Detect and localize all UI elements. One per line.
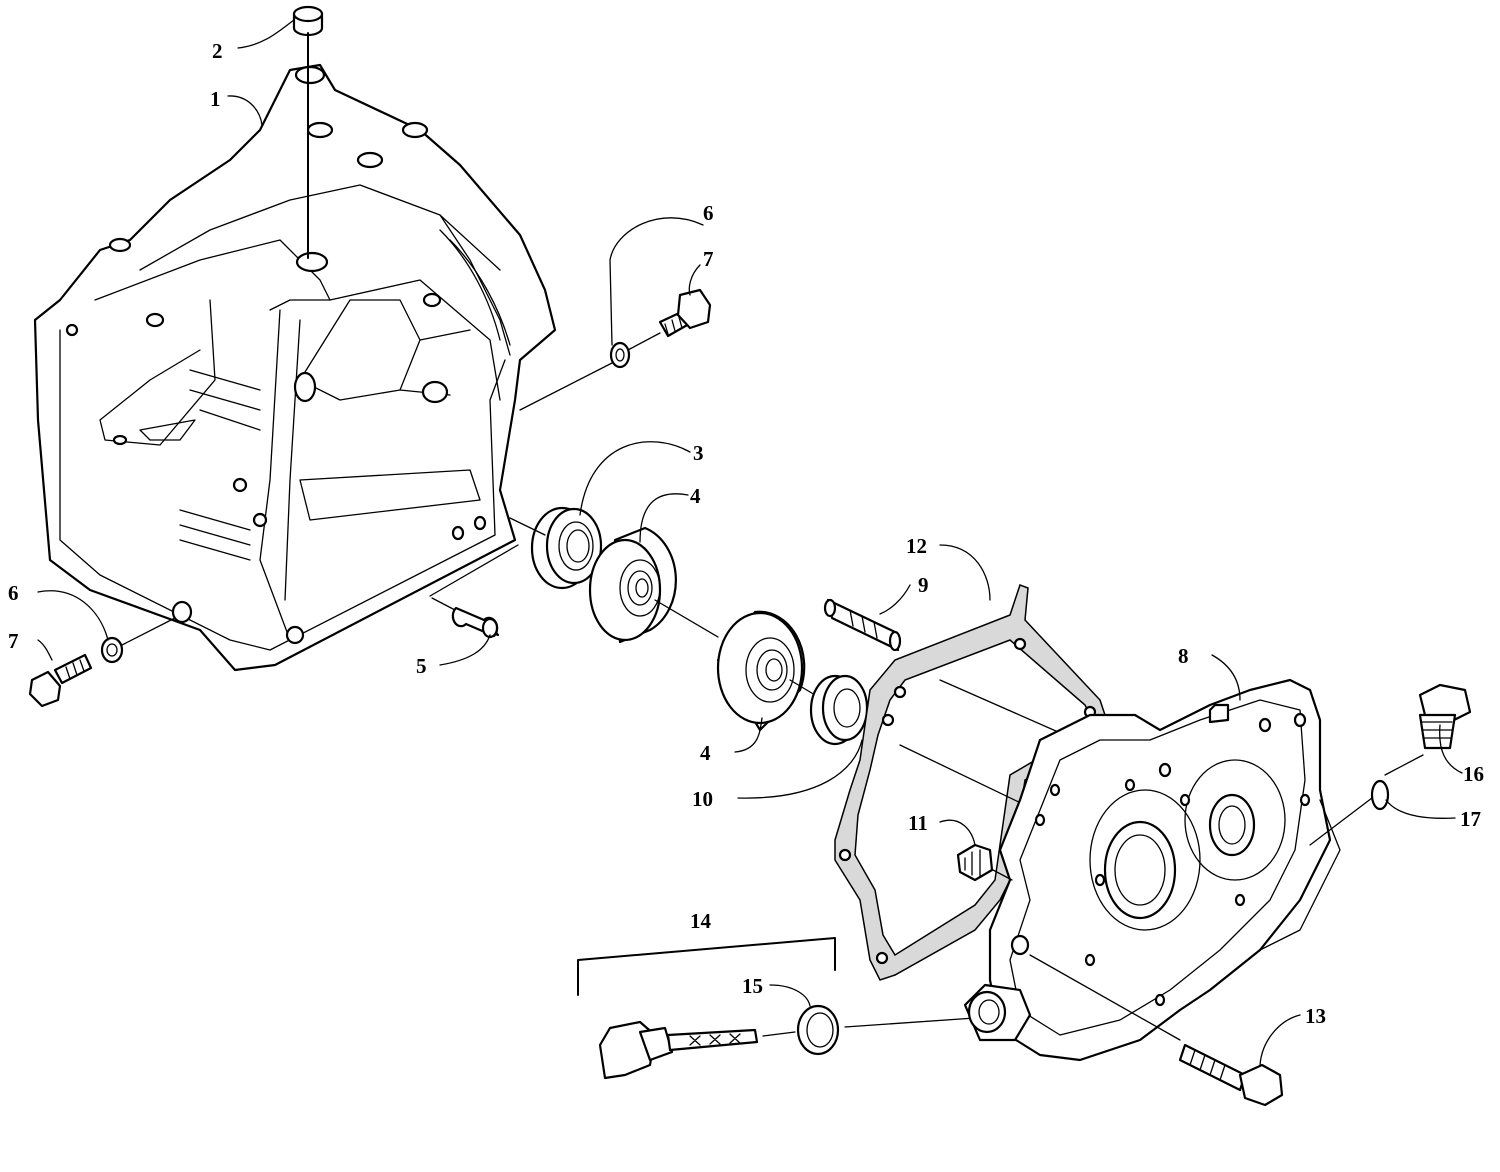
part-2-dowel-bushing xyxy=(292,5,324,259)
callout-3: 3 xyxy=(693,441,704,465)
callout-12: 12 xyxy=(906,534,927,558)
leader-part-11 xyxy=(992,869,1013,881)
leader-part-14 xyxy=(762,1031,796,1037)
part-10-oil-seal xyxy=(809,674,869,746)
part-7-bolt-lower xyxy=(28,653,93,708)
part-8-crankcase-cover xyxy=(988,678,1341,1062)
callout-leaders xyxy=(37,19,1463,1066)
leader-part-13 xyxy=(1029,954,1181,1041)
leader-axis-bearing-up xyxy=(654,599,719,638)
leader-axis-seal xyxy=(509,517,546,536)
callout-4-upper: 4 xyxy=(690,484,701,508)
part-13-bolt xyxy=(1178,1043,1284,1107)
callout-6-upper: 6 xyxy=(703,201,714,225)
callout-15: 15 xyxy=(742,974,763,998)
leader-upper-bolt xyxy=(519,362,613,411)
leader-upper-bolt-b xyxy=(627,332,661,351)
part-17-o-ring xyxy=(1370,779,1390,811)
bracket-part-14 xyxy=(577,937,836,996)
leader-gasket-a xyxy=(939,679,1066,736)
part-15-o-ring xyxy=(796,1004,840,1056)
callout-11: 11 xyxy=(908,811,928,835)
part-4-bearing-upper xyxy=(588,526,677,644)
callout-8: 8 xyxy=(1178,644,1189,668)
callout-1: 1 xyxy=(210,87,221,111)
part-5-dowel-pin xyxy=(451,606,500,639)
leader-part-16 xyxy=(1384,754,1424,776)
callout-16: 16 xyxy=(1463,762,1484,786)
part-3-oil-seal xyxy=(530,506,603,590)
part-12-gasket xyxy=(834,584,1111,981)
callout-2: 2 xyxy=(212,39,223,63)
leader-axis-bearing-low xyxy=(789,679,816,696)
callout-17: 17 xyxy=(1460,807,1481,831)
leader-part-5-bracket xyxy=(429,544,519,611)
callout-labels: 1 2 3 4 4 5 6 6 7 7 8 9 10 11 12 13 14 1… xyxy=(8,39,1484,1028)
callout-9: 9 xyxy=(918,573,929,597)
callout-13: 13 xyxy=(1305,1004,1326,1028)
leader-part-17 xyxy=(1309,797,1373,846)
callout-5: 5 xyxy=(416,654,427,678)
leader-part-15 xyxy=(844,1017,976,1028)
callout-14: 14 xyxy=(690,909,712,933)
callout-10: 10 xyxy=(692,787,713,811)
part-6-washer-upper xyxy=(609,341,631,369)
part-14-dipstick xyxy=(598,1020,759,1080)
part-6-washer-lower xyxy=(100,636,124,664)
leader-gasket-b xyxy=(899,744,1026,806)
part-16-drain-plug xyxy=(1418,683,1472,750)
crankcase-left-half xyxy=(33,63,557,672)
part-7-bolt-upper xyxy=(658,288,712,338)
part-4-bearing-lower xyxy=(716,610,806,732)
callout-7-upper: 7 xyxy=(703,247,714,271)
leader-lower-bolt xyxy=(121,617,176,646)
part-9-dowel-pin xyxy=(823,598,902,652)
callout-7-lower: 7 xyxy=(8,629,19,653)
callout-6-lower: 6 xyxy=(8,581,19,605)
callout-4-lower: 4 xyxy=(700,741,711,765)
part-14-tube-boss xyxy=(963,983,1032,1042)
